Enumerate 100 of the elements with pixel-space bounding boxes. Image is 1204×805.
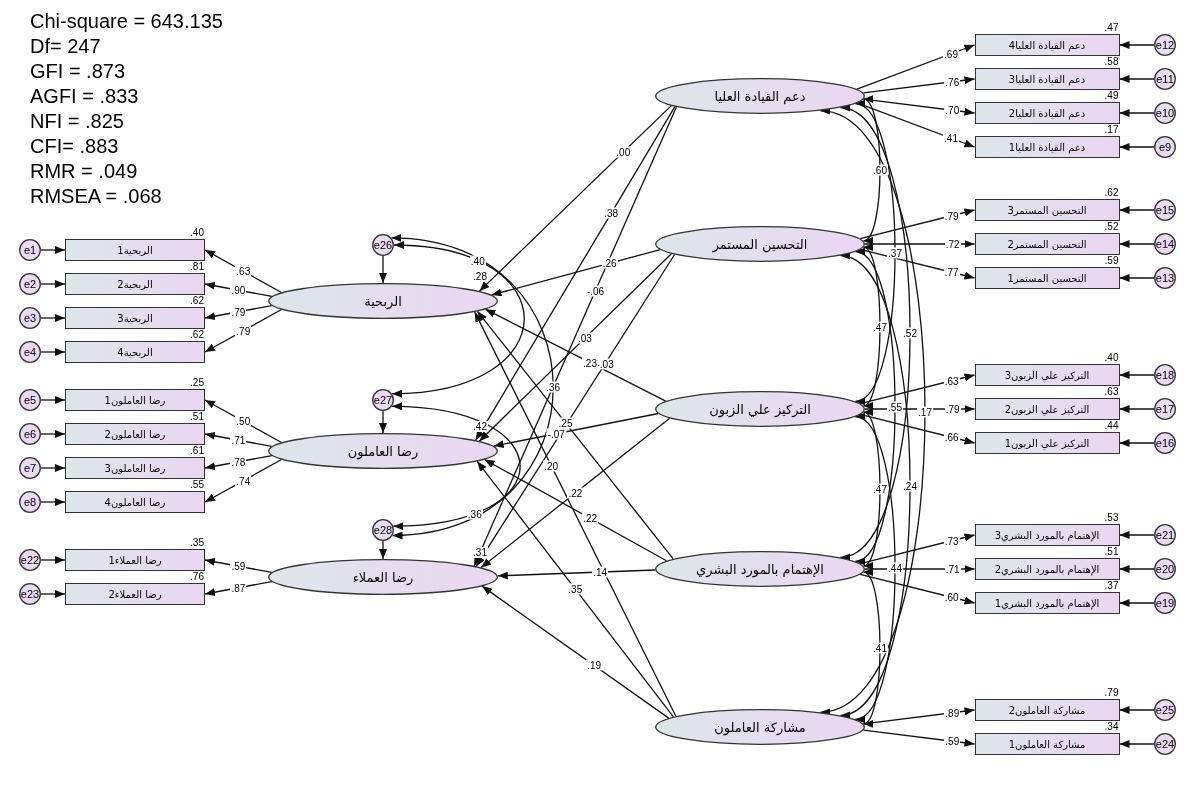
arrow	[204, 458, 283, 503]
r-squared-label: .17	[1103, 124, 1120, 135]
edge-label: .22	[567, 487, 584, 499]
arrow	[493, 412, 660, 449]
edge-label: .78	[230, 456, 247, 468]
edge-label: .69	[943, 48, 959, 60]
indicator-box: التحسين المستمر2	[974, 233, 1120, 255]
arrow	[1118, 206, 1155, 214]
indicator-box: دعم القيادة العليا1	[974, 136, 1120, 158]
edge-label: .63	[943, 375, 960, 387]
arrow	[1118, 740, 1155, 748]
arrow	[490, 248, 661, 297]
edge-label: -.07	[546, 428, 566, 440]
covariance-arc	[862, 411, 881, 567]
arrow	[40, 246, 66, 254]
edge-label: .20	[543, 460, 560, 471]
fit-statistic: Df= 247	[30, 35, 101, 57]
edge-label: .03	[576, 332, 593, 344]
error-circle: e2	[19, 273, 41, 295]
fit-statistic: CFI= .883	[30, 135, 119, 157]
error-circle: e17	[1154, 398, 1176, 420]
r-squared-label: .51	[189, 411, 205, 422]
indicator-box: الربحية3	[65, 307, 205, 329]
edge-label: -.06	[585, 285, 606, 296]
arrow	[1118, 75, 1155, 83]
edge-label: .14	[592, 566, 609, 578]
edge-label: .47	[872, 321, 888, 332]
indicator-box: رضا العاملون4	[65, 491, 205, 513]
arrow	[204, 308, 283, 353]
indicator-box: مشاركة العاملون2	[974, 699, 1120, 721]
arrow	[476, 460, 675, 718]
covariance-arc	[839, 254, 911, 717]
r-squared-label: .49	[1103, 90, 1120, 101]
error-circle: e19	[1154, 592, 1176, 614]
error-circle: e1	[19, 239, 41, 261]
edge-label: .24	[902, 480, 918, 491]
arrow	[379, 410, 387, 434]
arrow	[497, 569, 656, 580]
edge-label: .37	[887, 247, 903, 258]
r-squared-label: .52	[1103, 221, 1120, 232]
arrow	[40, 430, 66, 438]
edge-label: .40	[469, 255, 486, 266]
latent-ellipse: دعم القيادة العليا	[655, 78, 865, 114]
arrow	[40, 498, 66, 506]
indicator-box: مشاركة العاملون1	[974, 733, 1120, 755]
arrow	[204, 454, 273, 471]
r-squared-label: .62	[1103, 187, 1120, 198]
indicator-box: رضا العملاء1	[65, 549, 205, 571]
edge-label: .72	[944, 238, 961, 250]
arrow	[204, 304, 273, 321]
r-squared-label: .40	[189, 227, 205, 238]
arrow	[1118, 240, 1155, 248]
arrow	[864, 240, 976, 248]
error-circle: e7	[19, 457, 41, 479]
indicator-box: التركيز علي الزبون3	[974, 364, 1120, 386]
r-squared-label: .61	[189, 445, 205, 456]
r-squared-label: .79	[1103, 687, 1120, 698]
edge-label: .60	[872, 164, 888, 176]
arrow	[1118, 439, 1155, 447]
arrow	[1118, 41, 1155, 49]
latent-ellipse: رضا العاملون	[268, 433, 498, 469]
error-circle: e13	[1154, 267, 1176, 289]
indicator-box: التحسين المستمر3	[974, 199, 1120, 221]
error-circle: e28	[372, 519, 394, 541]
indicator-box: رضا العاملون3	[65, 457, 205, 479]
edge-label: .79	[944, 403, 961, 415]
arrow	[483, 458, 668, 562]
error-circle: e24	[1154, 733, 1176, 755]
covariance-arc	[854, 250, 896, 563]
indicator-box: دعم القيادة العليا4	[974, 34, 1120, 56]
arrow	[204, 431, 273, 448]
edge-label: .59	[230, 560, 247, 572]
arrow	[481, 585, 670, 719]
indicator-box: رضا العاملون2	[65, 423, 205, 445]
edge-label: .00	[615, 146, 632, 158]
edge-label: .38	[603, 207, 620, 219]
arrow	[862, 729, 976, 747]
indicator-box: دعم القيادة العليا3	[974, 68, 1120, 90]
indicator-box: الإهتمام بالمورد البشري1	[974, 592, 1120, 614]
arrow	[40, 396, 66, 404]
error-circle: e4	[19, 341, 41, 363]
error-circle: e27	[372, 389, 394, 411]
edge-label: .35	[567, 583, 584, 595]
edge-label: .52	[902, 327, 918, 338]
r-squared-label: .51	[1103, 546, 1120, 557]
arrow	[379, 540, 387, 560]
edge-label: .79	[230, 306, 247, 318]
error-circle: e14	[1154, 233, 1176, 255]
error-circle: e23	[19, 583, 41, 605]
arrow	[478, 104, 672, 292]
arrow	[40, 464, 66, 472]
error-circle: e25	[1154, 699, 1176, 721]
fit-statistic: RMR = .049	[30, 160, 138, 182]
error-circle: e6	[19, 423, 41, 445]
arrow	[859, 573, 976, 605]
arrow	[40, 590, 66, 598]
arrow	[40, 556, 66, 564]
edge-label: .26	[601, 257, 618, 269]
indicator-box: التحسين المستمر1	[974, 267, 1120, 289]
r-squared-label: .35	[189, 537, 205, 548]
